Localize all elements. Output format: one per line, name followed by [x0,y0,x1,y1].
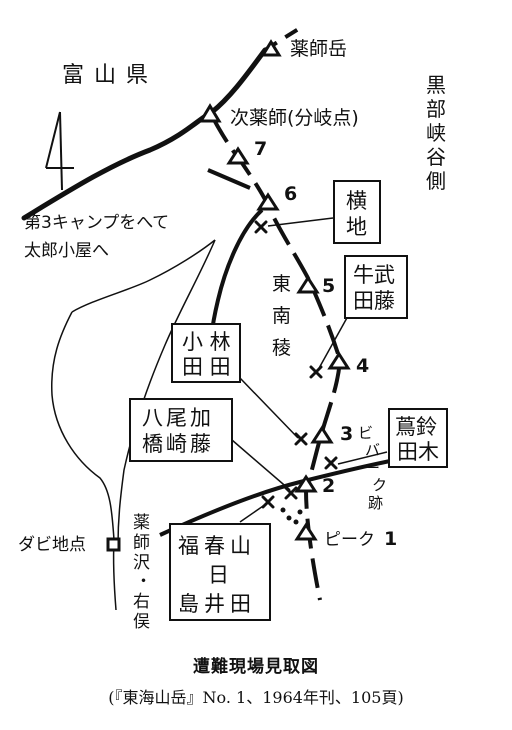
svg-text:部: 部 [426,97,446,121]
peak-4-icon [327,351,351,370]
box-takefuji: 牛武 田藤 [344,255,408,319]
lower-cross-ridge [159,458,396,537]
svg-text:バ: バ [365,441,380,459]
svg-text:田木: 田木 [397,440,439,464]
camp-route-label-2: 太郎小屋へ [24,241,109,261]
victim-mark-yokochi [254,220,268,234]
svg-text:蔦鈴: 蔦鈴 [395,415,437,439]
peak-branch-icon [198,103,222,123]
svg-text:師: 師 [133,533,150,553]
peak-number-1: 1 [384,528,397,550]
victim-mark-suzuki [324,456,338,470]
box-yokochi: 横 地 [333,180,381,244]
victim-mark-hashizaki [284,486,298,500]
peak-6-icon [256,192,280,211]
svg-text:東: 東 [272,273,291,295]
peak-1-icon [294,522,318,541]
svg-text:橋崎藤: 橋崎藤 [142,432,214,456]
svg-text:沢: 沢 [133,553,150,573]
kurobe-side-label: 黒 部 峡 谷 側 [426,73,446,193]
peak-1-label: ピーク [324,530,375,550]
bivouac-label: ビ バ ー ク 跡 [358,424,387,512]
svg-text:小 林: 小 林 [182,330,231,354]
peak-3-icon [310,425,334,444]
svg-text:田藤: 田藤 [353,289,395,313]
peak-yakushi-icon [260,39,282,57]
svg-text:田 田: 田 田 [182,355,231,379]
peak-2-icon [294,474,318,493]
svg-text:俣: 俣 [133,612,150,632]
svg-text:薬: 薬 [133,513,150,533]
ridge-label: 東 南 稜 [272,273,291,359]
box-fukushima: 福春山 日 島井田 [169,523,271,621]
box-suzuki: 蔦鈴 田木 [388,408,448,468]
peak-5-icon [296,275,320,294]
ridge-offshoot [207,168,251,190]
peak-number-7: 7 [254,138,267,160]
svg-text:南: 南 [272,305,291,327]
peak-number-4: 4 [356,355,369,377]
footprint-dots [280,507,303,525]
svg-text:側: 側 [426,169,446,193]
svg-text:ー: ー [365,459,380,477]
peak-7-icon [226,146,250,165]
map-caption-title: 遭難現場見取図 [193,657,319,677]
svg-text:ビ: ビ [358,424,373,442]
peak-number-6: 6 [284,183,297,205]
box-hashizaki: 八尾加 橋崎藤 [129,398,233,462]
svg-text:日: 日 [208,563,229,587]
north-arrow-icon [45,111,74,191]
box-kobayashi: 小 林 田 田 [171,323,241,383]
region-label: 富山県 [62,63,158,88]
peak-branch-label: 次薬師(分岐点) [230,107,359,129]
svg-text:ク: ク [372,476,387,494]
camp-route-label-1: 第3キャンプをへて [24,213,169,233]
map-caption-source: (『東海山岳』No. 1、1964年刊、105頁) [108,688,404,707]
valley-label: 薬 師 沢 ・ 右 俣 [133,513,152,632]
svg-text:稜: 稜 [272,337,291,359]
svg-text:牛武: 牛武 [353,263,395,287]
svg-text:黒: 黒 [426,73,446,97]
valley-stream [71,239,216,313]
peak-number-2: 2 [322,475,335,497]
svg-text:・: ・ [135,572,152,592]
victim-mark-kobayashi [294,432,308,446]
svg-text:右: 右 [133,592,150,612]
dabi-point-label: ダビ地点 [18,535,86,555]
valley-stream-inner [117,239,216,546]
dabi-point-icon [106,537,121,552]
svg-text:福春山: 福春山 [178,534,256,558]
svg-text:八尾加: 八尾加 [142,406,214,430]
peak-yakushi-label: 薬師岳 [290,38,347,60]
svg-text:峡: 峡 [426,121,446,145]
svg-text:谷: 谷 [426,145,446,169]
peak-number-5: 5 [322,275,335,297]
svg-text:地: 地 [346,215,367,239]
svg-text:島井田: 島井田 [178,592,256,616]
peak-number-3: 3 [340,423,353,445]
svg-text:跡: 跡 [368,494,383,512]
svg-text:横: 横 [346,189,367,213]
main-ridge-line [21,47,268,221]
valley-stream-lower [51,311,115,541]
